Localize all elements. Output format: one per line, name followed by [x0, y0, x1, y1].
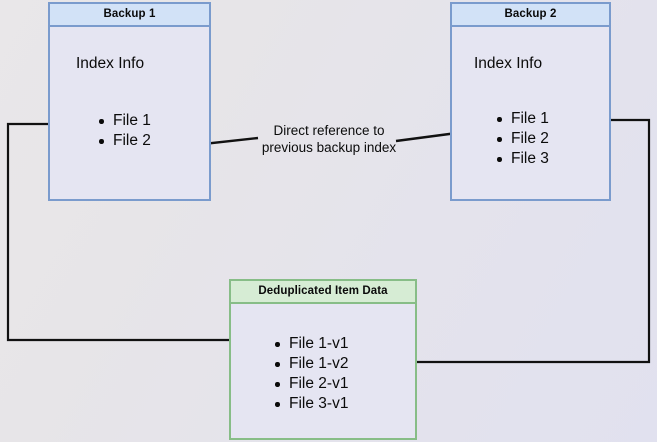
- backup-2-index-info-label: Index Info: [474, 55, 543, 72]
- list-item: File 2: [98, 131, 151, 151]
- list-item: File 1: [496, 109, 549, 129]
- list-item: File 1: [98, 111, 151, 131]
- list-item: File 1-v2: [274, 354, 348, 374]
- backup-1-file-list: File 1 File 2: [98, 111, 151, 151]
- backup-1-index-info-label: Index Info: [76, 55, 145, 72]
- backup-2-body: Index Info File 1 File 2 File 3: [452, 27, 609, 201]
- deduplicated-item-data-box[interactable]: Deduplicated Item Data File 1-v1 File 1-…: [229, 279, 417, 440]
- backup-2-box[interactable]: Backup 2 Index Info File 1 File 2 File 3: [450, 2, 611, 201]
- backup-1-box[interactable]: Backup 1 Index Info File 1 File 2: [48, 2, 211, 201]
- backup-1-body: Index Info File 1 File 2: [50, 27, 209, 201]
- deduplicated-item-data-header: Deduplicated Item Data: [231, 281, 415, 304]
- deduplicated-file-list: File 1-v1 File 1-v2 File 2-v1 File 3-v1: [274, 334, 348, 414]
- list-item: File 3: [496, 149, 549, 169]
- backup-2-file-list: File 1 File 2 File 3: [496, 109, 549, 169]
- annotation-line-1: Direct reference to: [273, 123, 385, 138]
- annotation-line-2: previous backup index: [261, 140, 397, 155]
- deduplicated-item-data-body: File 1-v1 File 1-v2 File 2-v1 File 3-v1: [231, 304, 415, 440]
- backup-1-header: Backup 1: [50, 4, 209, 27]
- backup-2-header: Backup 2: [452, 4, 609, 27]
- list-item: File 2: [496, 129, 549, 149]
- list-item: File 1-v1: [274, 334, 348, 354]
- list-item: File 2-v1: [274, 374, 348, 394]
- list-item: File 3-v1: [274, 394, 348, 414]
- direct-reference-annotation: Direct reference to previous backup inde…: [249, 122, 409, 156]
